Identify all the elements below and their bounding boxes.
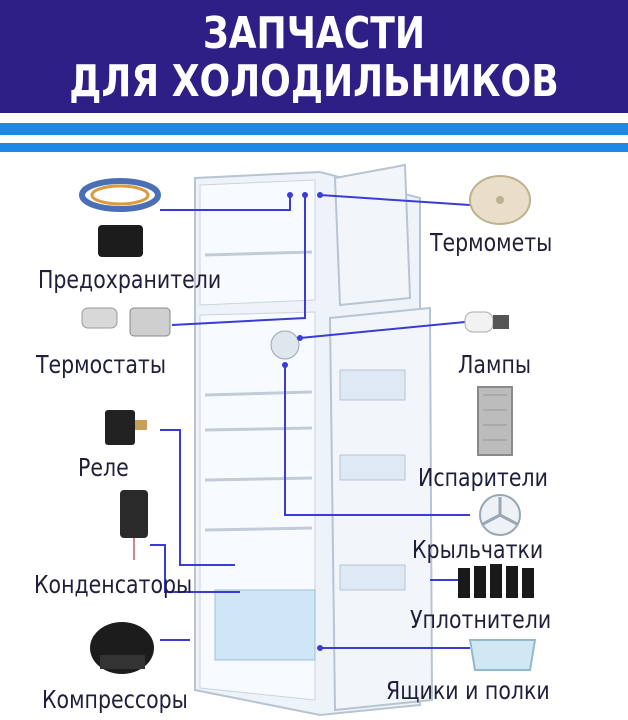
label-relay: Реле bbox=[78, 453, 129, 482]
label-fuses: Предохранители bbox=[38, 265, 222, 294]
label-compressors: Компрессоры bbox=[42, 685, 188, 714]
label-drawers: Ящики и полки bbox=[386, 676, 550, 705]
thermometer-part-icon bbox=[469, 175, 531, 225]
header-stripe bbox=[0, 143, 628, 152]
leader-dots bbox=[282, 192, 323, 651]
header-stripe bbox=[0, 113, 628, 123]
relay-part-icon bbox=[105, 410, 147, 445]
compressor-part-icon bbox=[90, 622, 154, 674]
capacitor-part-icon bbox=[120, 490, 148, 560]
lamp-part-icon bbox=[464, 311, 509, 333]
impeller-part-icon bbox=[479, 494, 521, 536]
label-impellers: Крыльчатки bbox=[412, 535, 544, 564]
header-stripe bbox=[0, 135, 628, 143]
label-seals: Уплотнители bbox=[410, 605, 552, 634]
header-title-line2: ДЛЯ ХОЛОДИЛЬНИКОВ bbox=[69, 56, 559, 107]
header-title-line1: ЗАПЧАСТИ bbox=[202, 8, 426, 59]
wire-fuse-icon bbox=[79, 178, 161, 257]
drawer-part-icon bbox=[468, 639, 537, 671]
evaporator-part-icon bbox=[477, 386, 513, 456]
fridge-illustration bbox=[194, 163, 434, 717]
header-stripe bbox=[0, 123, 628, 135]
label-lamps: Лампы bbox=[458, 350, 532, 379]
label-evaporators: Испарители bbox=[418, 463, 548, 492]
label-thermostats: Термостаты bbox=[36, 350, 167, 379]
label-thermometers: Термометы bbox=[430, 228, 553, 257]
seals-part-icon bbox=[458, 564, 534, 598]
header-banner: ЗАПЧАСТИ ДЛЯ ХОЛОДИЛЬНИКОВ bbox=[0, 0, 628, 152]
label-capacitors: Конденсаторы bbox=[34, 570, 193, 599]
thermostat-part-icon bbox=[81, 307, 171, 337]
